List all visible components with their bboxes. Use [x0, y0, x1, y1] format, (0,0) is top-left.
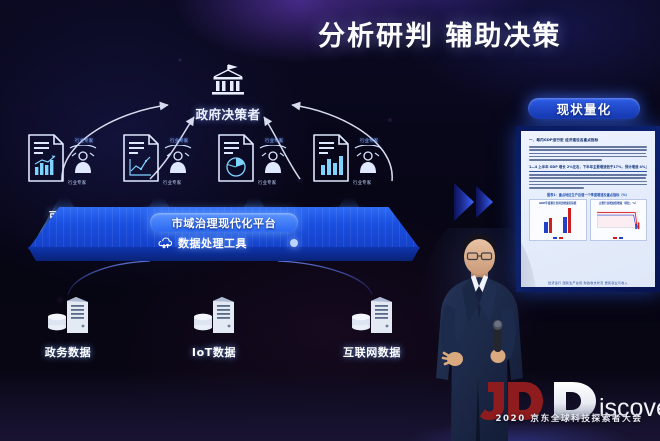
bar-red [567, 207, 572, 233]
jd-discovery-logo: iscovery [480, 382, 660, 422]
column-chart-icon [313, 134, 349, 182]
bar-group-2 [563, 207, 572, 233]
doc-card-4: 行业专家 行业专家 可视化 [303, 133, 395, 239]
industry-expert-icon [164, 145, 192, 173]
data-source-label-1: 政务数据 [44, 346, 92, 359]
mini-bar-chart: GDP年度累计及同比增速实际值 [529, 198, 587, 241]
report-paragraph-2 [529, 170, 647, 189]
server-database-icon [48, 297, 88, 333]
expert-bottom-label-1: 行业专家 [68, 181, 87, 186]
pie-chart-icon [218, 134, 254, 182]
mini-bar-chart-title: GDP年度累计及同比增速实际值 [539, 201, 577, 205]
slide-title: 分析研判 辅助决策 [318, 21, 562, 52]
logo-iscovery-text: iscovery [599, 394, 660, 422]
bar-blue [563, 216, 567, 233]
report-paragraph-1 [529, 146, 647, 161]
data-source-2: IoT数据 [164, 295, 264, 360]
legend-key-red [613, 237, 618, 239]
industry-expert-icon [69, 145, 97, 173]
mini-bar-chart-legend [530, 237, 586, 239]
bar-red [548, 217, 553, 233]
panel-badge-label: 现状量化 [556, 102, 612, 117]
expert-top-label-1: 行业专家 [75, 139, 94, 144]
doc-card-1: 行业专家 行业专家 可视化 [18, 133, 110, 239]
data-source-label-3: 互联网数据 [343, 346, 401, 359]
legend-key-red [558, 237, 563, 239]
mini-waterfall-chart-legend [591, 237, 647, 239]
speaker-photo [421, 228, 537, 441]
slab-side-face [28, 247, 420, 261]
data-source-1: 政务数据 [18, 295, 118, 360]
top-node-label: 政府决策者 [195, 107, 261, 122]
bar-group-1 [544, 217, 553, 233]
data-source-label-2: IoT数据 [191, 346, 237, 359]
government-building-icon [212, 64, 244, 95]
data-tool-label: 数据处理工具 [178, 237, 247, 250]
platform-name-label: 市域治理现代化平台 [171, 216, 277, 230]
data-source-3: 互联网数据 [322, 295, 422, 360]
expert-bottom-label-3: 行业专家 [258, 181, 277, 186]
panel-badge: 现状量化 [528, 98, 640, 119]
mini-waterfall-chart: 主要行业增加值增速（同比，%） [589, 198, 647, 241]
legend-key-blue [619, 237, 624, 239]
report-panel: 一、每内GDP运行定 经济建设各重点指标 1—4 上半年 GDP 增长 2%左右… [516, 126, 660, 292]
mini-waterfall-plot [596, 210, 640, 229]
report-document: 一、每内GDP运行定 经济建设各重点指标 1—4 上半年 GDP 增长 2%左右… [521, 131, 655, 287]
mini-bar-chart-plot [533, 207, 583, 233]
platform-indicator-dot [290, 239, 298, 247]
top-node-government: 政府决策者 [178, 63, 278, 123]
handheld-microphone-icon [493, 320, 503, 352]
report-heading: 一、每内GDP运行定 经济建设各重点指标 [529, 138, 599, 142]
data-process-icon [158, 236, 173, 248]
expert-bottom-label-4: 行业专家 [353, 181, 372, 186]
legend-key-blue [552, 237, 557, 239]
report-footer-note: 经济运行 国民生产总值 财政收支状况 居民就业与收入 [548, 281, 628, 285]
logo-subtitle: 2020 京东全球科技探索者大会 [495, 414, 643, 424]
bar-blue [544, 221, 548, 233]
data-tool-row: 数据处理工具 [158, 235, 308, 251]
double-chevron-right-icon [454, 183, 493, 221]
platform-name-pill: 市域治理现代化平台 [150, 213, 298, 232]
doc-card-3: 行业专家 行业专家 可视化 [208, 133, 300, 239]
server-database-icon [352, 297, 392, 333]
governance-diagram: 政府决策者 行业专家 [0, 55, 450, 375]
report-subheading: 1—4 上半年 GDP 增长 2%左右，下半年主要增速低于17%，预计增速 4%… [529, 164, 647, 169]
expert-bottom-label-2: 行业专家 [163, 181, 182, 186]
server-database-icon [194, 297, 234, 333]
charts-caption: 图表1：重点地区生产总值一个季度增速及重点指标（%） [547, 192, 629, 197]
bar-chart-icon [28, 134, 64, 182]
mini-waterfall-chart-title: 主要行业增加值增速（同比，%） [598, 201, 638, 205]
expert-top-label-2: 行业专家 [170, 139, 189, 144]
platform-slab: 市域治理现代化平台 数据处理工具 [28, 207, 420, 265]
expert-top-label-3: 行业专家 [265, 139, 284, 144]
stage-floor [0, 371, 660, 441]
line-chart-icon [123, 134, 159, 182]
doc-card-2: 行业专家 行业专家 可视化 [113, 133, 205, 239]
report-charts: GDP年度累计及同比增速实际值 [529, 198, 647, 241]
industry-expert-icon [259, 145, 287, 173]
industry-expert-icon [354, 145, 382, 173]
expert-top-label-4: 行业专家 [360, 139, 379, 144]
